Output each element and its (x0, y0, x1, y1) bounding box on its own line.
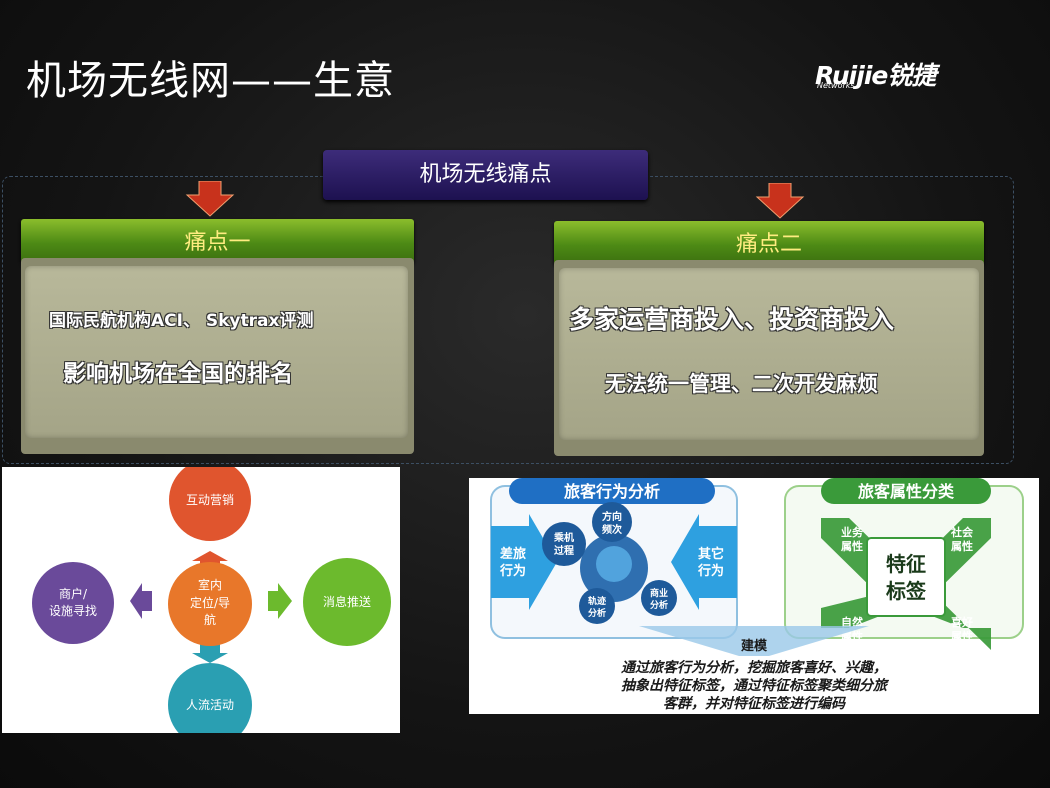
bubble-ride (542, 522, 586, 566)
logo-sub: Networks (817, 81, 855, 90)
arrow-right-icon (268, 583, 292, 619)
right-arrow-label-2: 行为 (697, 563, 724, 579)
x-top-right-2: 属性 (951, 539, 973, 553)
pain-point-two-line1: 多家运营商投入、投资商投入 (569, 305, 895, 334)
analysis-svg: 旅客行为分析 旅客属性分类 差旅 行为 其它 行为 乘机 过程 方向 频次 轨迹… (490, 478, 1024, 712)
pain-point-one-panel: 国际民航机构ACI、 Skytrax评测 影响机场在全国的排名 (25, 266, 408, 438)
center-circle (168, 562, 252, 646)
pain-points-header: 机场无线痛点 (323, 150, 648, 200)
down-arrow-icon (755, 183, 805, 219)
center-label-2: 定位/导 (190, 595, 230, 610)
behavior-title-bg (509, 478, 715, 504)
feature-tag-box (866, 537, 946, 617)
down-arrow-icon (185, 181, 235, 217)
pain-point-two-heading: 痛点二 (554, 221, 984, 265)
pain-point-two-panel: 多家运营商投入、投资商投入 无法统一管理、二次开发麻烦 (559, 268, 979, 440)
right-arrow-shape (671, 514, 737, 610)
x-bottom-right-2: 属性 (951, 629, 973, 643)
pain-point-one-heading: 痛点一 (21, 219, 414, 263)
caption-line-2: 抽象出特征标签，通过特征标签聚类细分旅 (621, 677, 890, 694)
indoor-positioning-diagram: 互动营销 室内 定位/导 航 商户/ 设施寻找 消息推送 人流活动 (2, 459, 400, 747)
feature-tag-2: 标签 (886, 579, 927, 603)
bubble-direction-2: 频次 (602, 523, 622, 536)
bubble-ride-1: 乘机 (553, 531, 574, 544)
bottom-circle-label: 人流活动 (186, 698, 234, 712)
modeling-label: 建模 (741, 638, 768, 654)
top-circle (169, 459, 251, 541)
arrow-down-icon (192, 643, 228, 663)
x-bottom-right-1: 喜好 (951, 615, 973, 629)
pain-point-one-line1: 国际民航机构ACI、 Skytrax评测 (49, 311, 314, 331)
caption-line-1: 通过旅客行为分析，挖掘旅客喜好、兴趣， (621, 659, 887, 676)
slide-title: 机场无线网——生意 (26, 58, 395, 104)
top-circle-label: 互动营销 (186, 493, 234, 507)
left-circle (32, 562, 114, 644)
passenger-analysis-diagram: 旅客行为分析 旅客属性分类 差旅 行为 其它 行为 乘机 过程 方向 频次 轨迹… (469, 478, 1039, 714)
left-arrow-label-2: 行为 (499, 563, 526, 579)
feature-tag-1: 特征 (886, 552, 926, 576)
left-arrow-label-1: 差旅 (500, 546, 526, 562)
attribute-title-bg (821, 478, 991, 504)
right-circle (303, 558, 391, 646)
pain-point-two-line2: 无法统一管理、二次开发麻烦 (605, 372, 878, 396)
left-arrow-shape (491, 514, 557, 610)
x-bottom-left-1: 自然 (841, 615, 863, 629)
bubble-business-1: 商业 (650, 587, 668, 599)
logo-brand: Ruijie锐捷 (815, 61, 936, 90)
right-circle-label: 消息推送 (323, 594, 371, 609)
bubble-direction-1: 方向 (602, 510, 622, 523)
right-arrow-label-1: 其它 (698, 546, 724, 562)
modeling-funnel (639, 626, 869, 656)
bubble-track (579, 588, 615, 624)
ruijie-logo: Ruijie锐捷 Networks (815, 56, 995, 92)
bottom-circle (168, 663, 252, 747)
x-top-left-1: 业务 (841, 525, 864, 539)
bubble-direction (592, 502, 632, 542)
positioning-svg: 互动营销 室内 定位/导 航 商户/ 设施寻找 消息推送 人流活动 (32, 459, 391, 747)
bubble-track-2: 分析 (588, 607, 606, 619)
bubble-ride-2: 过程 (554, 544, 574, 557)
bubble-track-1: 轨迹 (588, 595, 606, 607)
center-label-3: 航 (204, 612, 216, 627)
attribute-title: 旅客属性分类 (858, 482, 955, 501)
arrow-left-icon (130, 583, 152, 619)
left-label-2: 设施寻找 (49, 604, 97, 618)
center-label-1: 室内 (198, 577, 222, 592)
x-top-right-1: 社会 (950, 525, 974, 539)
left-label-1: 商户/ (59, 586, 88, 601)
bubble-business-2: 分析 (650, 599, 668, 611)
behavior-title: 旅客行为分析 (564, 482, 660, 501)
x-top-left-2: 属性 (841, 539, 863, 553)
bubble-business (641, 580, 677, 616)
pain-point-one-line2: 影响机场在全国的排名 (63, 361, 293, 387)
caption-line-3: 客群，并对特征标签进行编码 (663, 695, 847, 712)
